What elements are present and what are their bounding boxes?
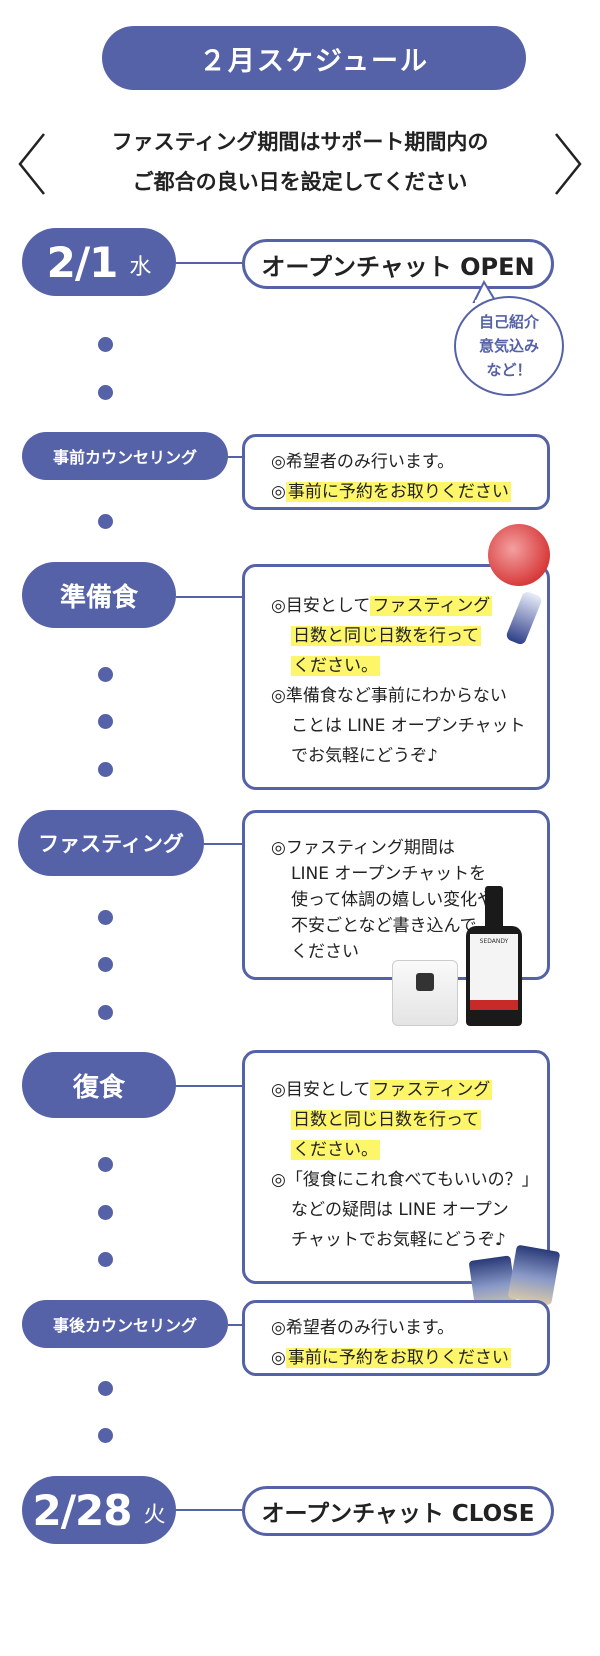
open-chat-open-label: オープンチャット OPEN	[261, 252, 535, 281]
post-counseling-label: 事後カウンセリング	[52, 1316, 197, 1335]
recovery-food-box: ◎目安としてファスティング 日数と同じ日数を行って ください。 ◎「復食にこれ食…	[242, 1050, 550, 1284]
prep-food-jelly-image	[488, 524, 550, 586]
prep-line-5: ことは LINE オープンチャット	[291, 716, 526, 736]
timeline-dot	[98, 385, 113, 400]
connector-line	[228, 1324, 242, 1326]
intro-line-2: ご都合の良い日を設定してください	[132, 170, 468, 194]
fasting-label: ファスティング	[38, 832, 184, 856]
pre-counseling-box: ◎希望者のみ行います。 ◎事前に予約をお取りください	[242, 434, 550, 510]
fasting-line-4: 不安ごとなど書き込んで	[291, 916, 477, 936]
timeline-dot	[98, 957, 113, 972]
timeline-dot	[98, 337, 113, 352]
start-weekday: 水	[129, 255, 152, 280]
fasting-pouch-image	[392, 960, 458, 1026]
recovery-food-pill: 復食	[22, 1052, 176, 1118]
bubble-line-3: など！	[486, 361, 532, 379]
end-weekday: 火	[143, 1503, 166, 1528]
intro-text: ファスティング期間はサポート期間内の ご都合の良い日を設定してください	[50, 122, 550, 202]
prep-food-box: ◎目安としてファスティング 日数と同じ日数を行って ください。 ◎準備食など事前…	[242, 564, 550, 790]
fasting-pill: ファスティング	[18, 810, 204, 876]
pre-counseling-pill: 事前カウンセリング	[22, 432, 228, 480]
schedule-title: ２月スケジュール	[102, 26, 526, 90]
recovery-line-2-highlight: 日数と同じ日数を行って	[291, 1110, 482, 1130]
prep-line-4: ◎準備食など事前にわからない	[271, 686, 507, 706]
bottle-label: SEDANDY	[470, 934, 518, 1010]
connector-line	[204, 843, 242, 845]
post-counseling-pill: 事後カウンセリング	[22, 1300, 228, 1348]
pre-counseling-label: 事前カウンセリング	[52, 448, 197, 467]
timeline-dot	[98, 514, 113, 529]
timeline-dot	[98, 1205, 113, 1220]
timeline-dot	[98, 1005, 113, 1020]
prep-line-3-highlight: ください。	[291, 656, 380, 676]
prep-line-1-highlight: ファスティング	[370, 596, 493, 616]
post-counseling-line-2: 事前に予約をお取りください	[285, 1348, 511, 1368]
recovery-food-label: 復食	[72, 1072, 125, 1103]
connector-line	[176, 596, 242, 598]
recovery-line-1-highlight: ファスティング	[370, 1080, 493, 1100]
recovery-pack-image-2	[507, 1244, 561, 1306]
start-date: 2/1	[46, 237, 119, 287]
timeline-dot	[98, 667, 113, 682]
recovery-line-4: ◎「復食にこれ食べてもいいの？」	[271, 1170, 539, 1190]
recovery-line-3-highlight: ください。	[291, 1140, 380, 1160]
end-date-pill: 2/28 火	[22, 1476, 176, 1544]
timeline-dot	[98, 1381, 113, 1396]
post-counseling-box: ◎希望者のみ行います。 ◎事前に予約をお取りください	[242, 1300, 550, 1376]
start-date-pill: 2/1 水	[22, 228, 176, 296]
fasting-line-3: 使って体調の嬉しい変化や	[291, 890, 495, 910]
pre-counseling-line-1: ◎希望者のみ行います。	[271, 452, 455, 472]
chevron-left-icon	[18, 133, 45, 195]
prep-line-2-highlight: 日数と同じ日数を行って	[291, 626, 482, 646]
open-chat-close-label: オープンチャット CLOSE	[261, 1501, 535, 1527]
pre-counseling-line-2: 事前に予約をお取りください	[285, 482, 511, 502]
fasting-line-1: ◎ファスティング期間は	[271, 838, 455, 858]
prep-food-label: 準備食	[59, 582, 138, 613]
timeline-dot	[98, 1252, 113, 1267]
connector-line	[228, 456, 242, 458]
timeline-dot	[98, 910, 113, 925]
chevron-right-icon	[555, 133, 582, 195]
open-chat-close-box: オープンチャット CLOSE	[242, 1486, 554, 1536]
post-counseling-line-1: ◎希望者のみ行います。	[271, 1318, 455, 1338]
open-chat-open-box: オープンチャット OPEN	[242, 239, 554, 289]
recovery-line-5: などの疑問は LINE オープン	[291, 1200, 509, 1220]
timeline-dot	[98, 714, 113, 729]
timeline-dot	[98, 1428, 113, 1443]
fasting-bottle-image: SEDANDY	[466, 886, 522, 1026]
pouch-logo-icon	[416, 973, 434, 991]
prep-food-pill: 準備食	[22, 562, 176, 628]
bubble-line-1: 自己紹介	[478, 313, 539, 331]
bubble-line-2: 意気込み	[478, 337, 539, 355]
end-date: 2/28	[32, 1485, 132, 1535]
recovery-line-6: チャットでお気軽にどうぞ♪	[291, 1230, 506, 1250]
connector-line	[176, 1509, 242, 1511]
timeline-dot	[98, 762, 113, 777]
timeline-dot	[98, 1157, 113, 1172]
fasting-line-2: LINE オープンチャットを	[291, 864, 487, 884]
prep-line-6: でお気軽にどうぞ♪	[291, 746, 438, 766]
intro-line-1: ファスティング期間はサポート期間内の	[111, 130, 489, 154]
self-intro-bubble: 自己紹介 意気込み など！	[454, 296, 564, 396]
fasting-line-5: ください	[291, 942, 359, 962]
connector-line	[176, 1085, 242, 1087]
connector-line	[176, 262, 242, 264]
